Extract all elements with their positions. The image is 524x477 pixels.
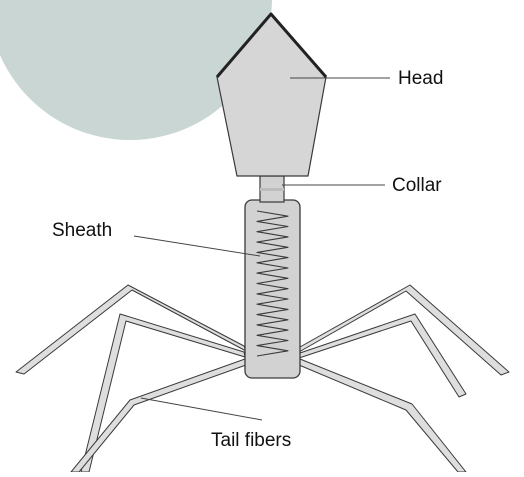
collar-label: Collar: [392, 175, 442, 196]
head-label: Head: [398, 68, 443, 89]
collar-plate: [260, 188, 284, 191]
tail-fiber-upper-left: [16, 285, 246, 374]
sheath-body: [245, 200, 300, 378]
tail-fibers-label: Tail fibers: [211, 430, 291, 451]
sheath-leader-line: [134, 236, 260, 256]
tail-fiber-upper-right: [299, 285, 509, 375]
tail-fiber-middle-right: [299, 314, 466, 397]
tail-fiber-lower-right: [299, 359, 466, 472]
tail-fibers-leader-line: [141, 398, 262, 420]
sheath-label: Sheath: [52, 220, 112, 241]
